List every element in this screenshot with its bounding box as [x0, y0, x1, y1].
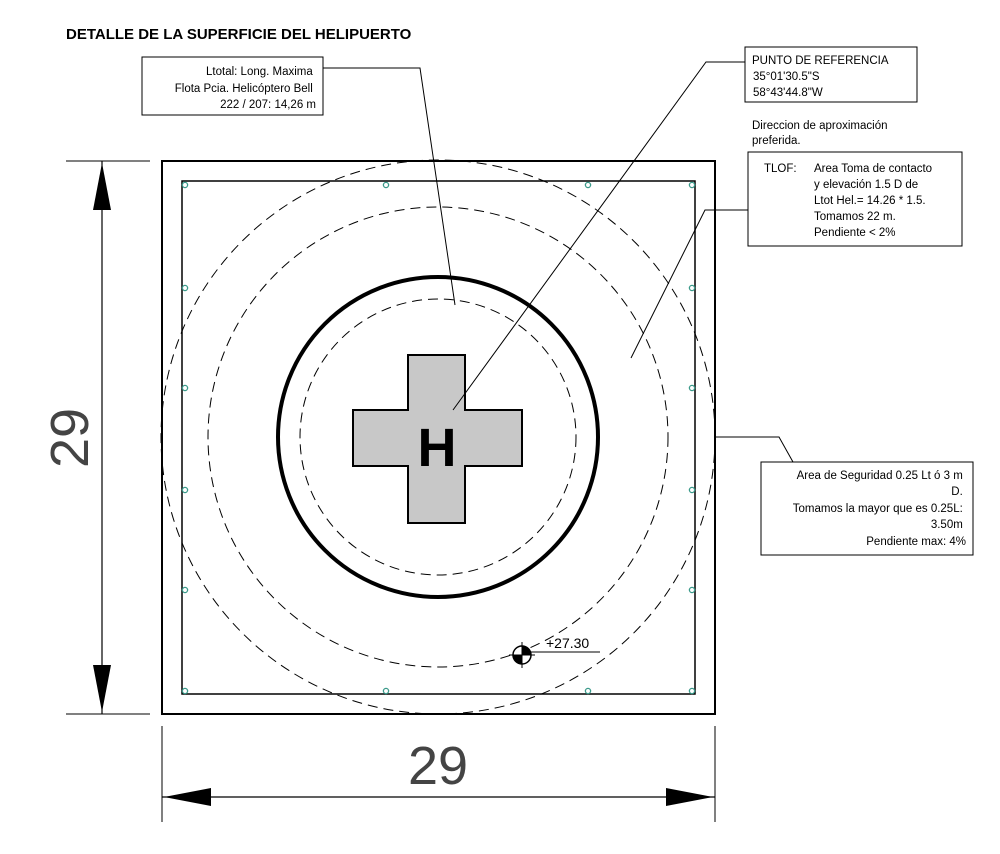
perimeter-light-markers [181, 181, 696, 695]
safety-note: Area de Seguridad 0.25 Lt ó 3 m D. Tomam… [793, 470, 966, 548]
inner-dashed-circle [299, 298, 577, 576]
reference-leader [452, 61, 745, 411]
tlof-note: Area Toma de contacto y elevación 1.5 D … [814, 163, 935, 239]
light-marker [584, 181, 592, 189]
safety-leader [714, 436, 794, 463]
light-marker [181, 284, 189, 292]
ltotal-leader [323, 67, 456, 306]
light-marker [688, 181, 696, 189]
tlof-note-box [747, 151, 963, 247]
light-marker [382, 687, 390, 695]
vertical-dimension [66, 160, 150, 715]
light-marker [181, 384, 189, 392]
horizontal-dimension [161, 726, 716, 822]
light-marker [688, 586, 696, 594]
reference-note-box [744, 46, 918, 103]
light-marker [181, 687, 189, 695]
light-marker [382, 181, 390, 189]
light-marker [584, 687, 592, 695]
light-marker [688, 486, 696, 494]
light-marker [688, 687, 696, 695]
approach-direction-note: Direccion de aproximación preferida. [752, 120, 891, 147]
light-marker [181, 586, 189, 594]
light-marker [181, 486, 189, 494]
middle-dashed-circle [207, 206, 669, 668]
light-marker [688, 384, 696, 392]
horizontal-dimension-label: 29 [408, 736, 468, 796]
light-marker [688, 284, 696, 292]
inner-fato-square [181, 180, 696, 695]
drawing-title: DETALLE DE LA SUPERFICIE DEL HELIPUERTO [66, 26, 412, 43]
ltotal-note: Ltotal: Long. Maxima Flota Pcia. Helicóp… [175, 66, 316, 111]
tlof-label: TLOF: [764, 163, 797, 175]
tlof-circle [276, 275, 600, 599]
helipad-cross [352, 354, 523, 524]
light-marker [181, 181, 189, 189]
reference-note: PUNTO DE REFERENCIA 35°01'30.5"S 58°43'4… [752, 55, 891, 99]
ltotal-note-box [141, 56, 324, 116]
elevation-label: +27.30 [546, 635, 589, 651]
h-marking: H [418, 418, 457, 478]
vertical-dimension-label: 29 [40, 408, 100, 468]
safety-note-box [760, 461, 974, 556]
tlof-leader [630, 209, 748, 359]
elevation-marker [509, 642, 600, 668]
